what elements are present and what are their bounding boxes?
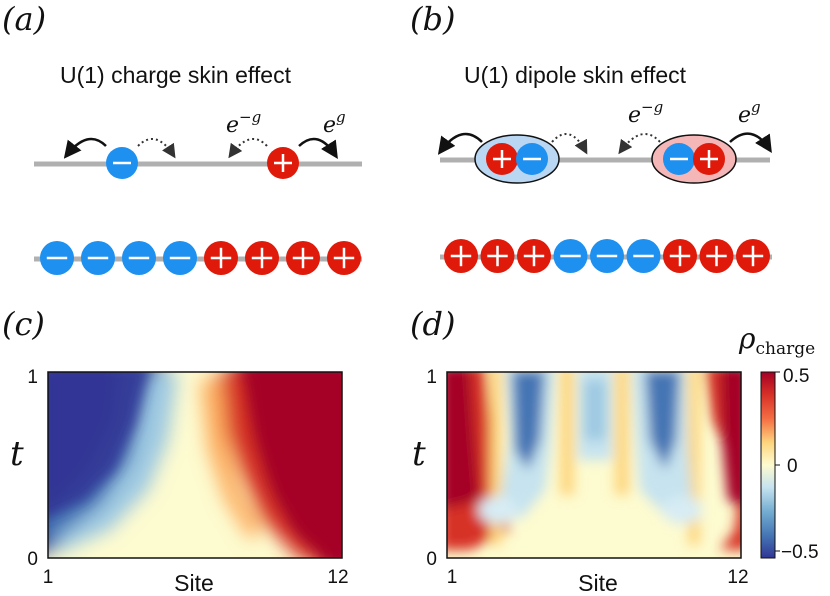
- hop-label-right-b: eg: [738, 98, 761, 128]
- hop-arrow-solid-left-a: [63, 137, 107, 159]
- plus-charge: [444, 239, 478, 273]
- panel-label-d: (d): [410, 305, 455, 343]
- y-axis-label-c: t: [10, 434, 24, 474]
- colorbar-title: ρcharge: [738, 322, 815, 359]
- minus-charge: [626, 239, 661, 273]
- colorbar-label-min: −0.5: [781, 542, 819, 563]
- dipole-right-b: [651, 134, 737, 184]
- minus-charge: [553, 239, 588, 273]
- heatmap-c-frame: [47, 371, 343, 559]
- hop-arrow-dotted-right-b: [551, 133, 588, 155]
- y-axis-label-d: t: [412, 434, 426, 474]
- x-max-tick-d: 12: [727, 567, 748, 588]
- panel-b-title: U(1) dipole skin effect: [464, 62, 687, 88]
- minus-charge: [590, 239, 624, 273]
- y-max-tick-c: 1: [27, 367, 38, 388]
- plus-charge: [204, 241, 238, 275]
- hop-label-right-a: eg: [323, 108, 346, 138]
- plus-charge: [663, 239, 697, 273]
- panel-label-c: (c): [2, 305, 45, 343]
- minus-charge: [163, 241, 197, 275]
- hop-arrow-solid-left-b: [437, 132, 483, 155]
- hop-arrow-dotted-left-a: [228, 137, 268, 159]
- x-min-tick-d: 1: [447, 567, 458, 588]
- hop-label-left-b: e−g: [628, 98, 663, 128]
- x-axis-label-d: Site: [578, 570, 618, 596]
- dipole-left-b: [474, 134, 560, 184]
- plus-charge: [245, 241, 279, 275]
- plus-charge: [480, 239, 515, 273]
- panel-label-b: (b): [410, 0, 455, 38]
- heatmap-c: [48, 372, 342, 558]
- hop-arrow-solid-right-b: [729, 132, 772, 153]
- colorbar: [760, 371, 776, 559]
- hop-arrow-dotted-left-b: [618, 133, 661, 155]
- heatmap-d: [447, 372, 741, 558]
- plus-charge: [736, 239, 770, 273]
- panel-label-a: (a): [2, 0, 46, 38]
- minus-charge: [40, 241, 74, 275]
- plus-charge: [286, 241, 320, 275]
- heatmap-d-frame: [446, 371, 742, 559]
- hop-arrow-solid-right-a: [298, 137, 338, 159]
- y-min-tick-c: 0: [27, 549, 38, 570]
- minus-charge: [81, 241, 115, 275]
- plus-charge: [327, 241, 361, 275]
- charge-chain-b: [444, 239, 770, 273]
- plus-particle-a: [267, 147, 299, 179]
- y-max-tick-d: 1: [426, 367, 437, 388]
- hop-arrow-dotted-right-a: [137, 137, 176, 159]
- charge-chain-a: [40, 241, 361, 275]
- panel-a-title: U(1) charge skin effect: [60, 62, 292, 88]
- plus-charge: [699, 239, 734, 273]
- colorbar-label-zero: 0: [787, 456, 798, 477]
- plus-charge: [517, 239, 551, 273]
- minus-charge: [122, 241, 156, 275]
- x-min-tick-c: 1: [43, 567, 54, 588]
- minus-particle-a: [106, 147, 138, 179]
- x-max-tick-c: 12: [327, 567, 348, 588]
- y-min-tick-d: 0: [426, 549, 437, 570]
- hop-label-left-a: e−g: [226, 108, 261, 138]
- x-axis-label-c: Site: [174, 570, 214, 596]
- colorbar-label-max: 0.5: [783, 366, 809, 387]
